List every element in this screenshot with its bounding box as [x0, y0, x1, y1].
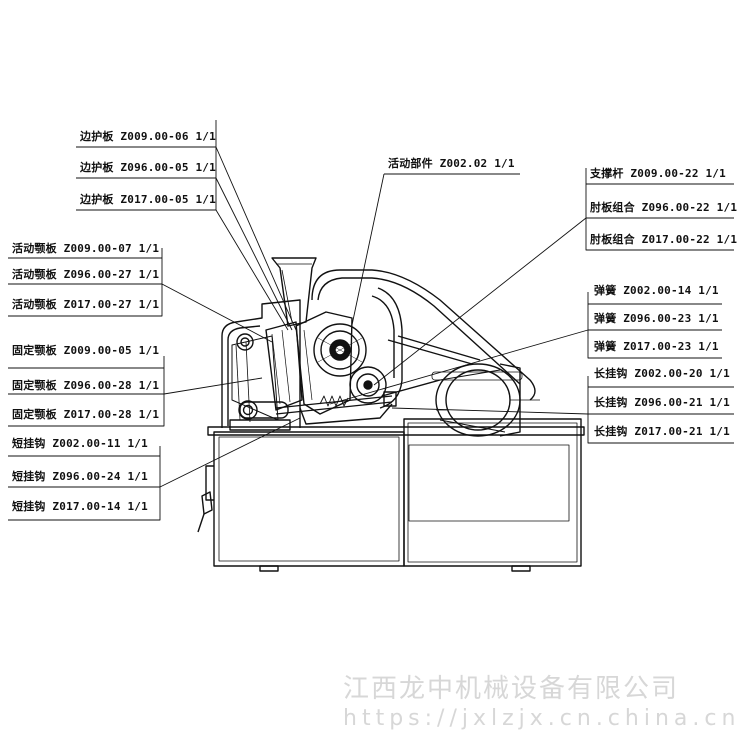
toggle-wheel: [349, 366, 387, 404]
eccentric-wheel: [313, 323, 367, 377]
label-long-hook-3: 长挂钩 Z017.00-21 1/1: [594, 425, 730, 438]
watermark-company: 江西龙中机械设备有限公司: [343, 674, 680, 704]
label-fixed-jaw-1: 固定颚板 Z009.00-05 1/1: [12, 344, 160, 357]
base-cabinet: [197, 418, 585, 572]
belt-guard: [311, 269, 536, 409]
label-side-guard-1: 边护板 Z009.00-06 1/1: [80, 130, 216, 143]
label-long-hook-2: 长挂钩 Z096.00-21 1/1: [594, 396, 730, 409]
label-short-hook-2: 短挂钩 Z096.00-24 1/1: [12, 470, 148, 483]
label-short-hook-3: 短挂钩 Z017.00-14 1/1: [12, 500, 148, 513]
label-toggle-1: 肘板组合 Z096.00-22 1/1: [590, 201, 738, 214]
label-toggle-2: 肘板组合 Z017.00-22 1/1: [590, 233, 738, 246]
label-fixed-jaw-2: 固定颚板 Z096.00-28 1/1: [12, 379, 160, 392]
drive-belt: [381, 335, 481, 397]
label-long-hook-1: 长挂钩 Z002.00-20 1/1: [594, 367, 730, 380]
label-moving-jaw-1: 活动颚板 Z009.00-07 1/1: [12, 242, 160, 255]
label-short-hook-1: 短挂钩 Z002.00-11 1/1: [12, 437, 148, 450]
watermark-url: https://jxlzjx.cn.china.cn: [343, 706, 741, 731]
label-spring-1: 弹簧 Z002.00-14 1/1: [594, 284, 719, 297]
label-spring-3: 弹簧 Z017.00-23 1/1: [594, 340, 719, 353]
spring-rod: [275, 391, 397, 425]
label-side-guard-3: 边护板 Z017.00-05 1/1: [80, 193, 216, 206]
label-side-guard-2: 边护板 Z096.00-05 1/1: [80, 161, 216, 174]
label-moving-jaw-2: 活动颚板 Z096.00-27 1/1: [12, 268, 160, 281]
label-fixed-jaw-3: 固定颚板 Z017.00-28 1/1: [12, 408, 160, 421]
leader-lines: [8, 120, 734, 521]
feed-hopper: [271, 257, 317, 327]
motor-pulley: [431, 363, 540, 437]
label-support-rod: 支撑杆 Z009.00-22 1/1: [590, 167, 726, 180]
label-moving-jaw-3: 活动颚板 Z017.00-27 1/1: [12, 298, 160, 311]
label-spring-2: 弹簧 Z096.00-23 1/1: [594, 312, 719, 325]
label-moving-part: 活动部件 Z002.02 1/1: [388, 157, 515, 170]
crusher-frame: [221, 299, 301, 431]
